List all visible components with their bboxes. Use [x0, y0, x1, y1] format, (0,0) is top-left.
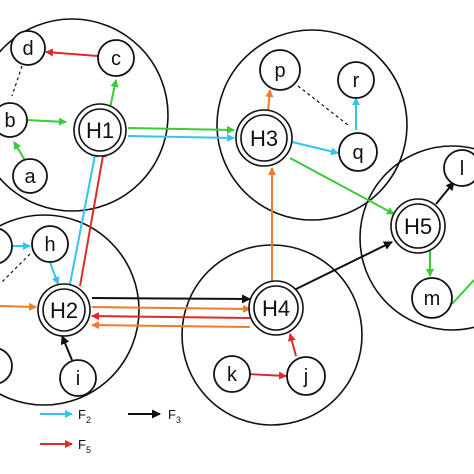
node-d-label: d — [22, 38, 33, 60]
dashed-link-h-cluster — [1, 253, 31, 283]
legend-label-f2: F2 — [78, 407, 91, 425]
legend-label-f5-sub: 5 — [86, 445, 91, 455]
node-partial-left-bottom[interactable] — [0, 348, 13, 384]
edge-left-h2 — [0, 302, 37, 311]
legend-label-f3-base: F — [168, 407, 176, 422]
node-h[interactable]: h — [31, 225, 69, 263]
node-c[interactable]: c — [97, 39, 135, 77]
edge-h-h2 — [49, 261, 60, 285]
legend-label-f3: F3 — [168, 407, 181, 425]
edge-h2-h1-red — [79, 149, 107, 287]
edge-b-h1 — [25, 117, 67, 126]
hub-h2-label: H2 — [50, 298, 78, 323]
node-b[interactable]: b — [0, 102, 28, 138]
legend-item-f2: F2 — [40, 407, 91, 425]
node-h-label: h — [44, 234, 55, 256]
node-j-label: j — [303, 366, 308, 388]
edge-h1-h3-green — [127, 125, 235, 134]
cluster-h1 — [0, 18, 169, 212]
edge-h3-h5 — [289, 157, 395, 215]
legend: F2 F3 F5 — [40, 407, 181, 455]
legend-label-f2-base: F — [78, 407, 86, 422]
node-k-label: k — [227, 364, 238, 386]
legend-label-f3-sub: 3 — [176, 415, 181, 425]
node-j[interactable]: j — [286, 356, 326, 396]
node-q[interactable]: q — [338, 132, 378, 172]
hub-h5-label: H5 — [404, 214, 432, 239]
node-d[interactable]: d — [10, 30, 46, 66]
hub-h3-label: H3 — [250, 126, 278, 151]
node-a-label: a — [24, 166, 36, 188]
edge-h2-h4-orange — [91, 304, 251, 313]
node-i-label: i — [76, 368, 80, 390]
edge-k-j — [247, 371, 287, 380]
dashed-link-p-q — [297, 85, 349, 126]
node-l-label: l — [460, 158, 464, 180]
cluster-h3 — [216, 29, 408, 221]
node-partial-left-top[interactable] — [0, 228, 13, 264]
hub-h4[interactable]: H4 — [248, 280, 304, 336]
legend-label-f5: F5 — [78, 437, 91, 455]
nodes: d c b a H1 h i — [0, 30, 474, 397]
hub-h3[interactable]: H3 — [235, 109, 293, 167]
legend-item-f5: F5 — [40, 437, 91, 455]
node-q-label: q — [352, 142, 363, 164]
node-r-label: r — [353, 70, 360, 92]
edge-a-b — [13, 141, 27, 163]
hub-h1[interactable]: H1 — [73, 103, 127, 157]
edge-h2-h4-black — [91, 294, 251, 304]
legend-label-f2-sub: 2 — [86, 415, 91, 425]
edge-m-out — [451, 279, 474, 305]
node-p-label: p — [274, 60, 285, 82]
cluster-h5 — [359, 145, 474, 331]
edge-h3-p — [265, 89, 274, 113]
node-i[interactable]: i — [59, 359, 97, 397]
edge-i-h2 — [60, 335, 73, 361]
node-m-label: m — [424, 288, 441, 310]
dashed-link-d-b — [11, 65, 23, 97]
node-a[interactable]: a — [12, 158, 48, 194]
edge-h4-h2-orange — [91, 321, 251, 330]
edge-h4-h5 — [289, 241, 393, 293]
legend-label-f5-base: F — [78, 437, 86, 452]
node-k[interactable]: k — [213, 355, 251, 393]
hub-h4-label: H4 — [262, 296, 290, 321]
cluster-h2 — [0, 214, 140, 406]
node-m[interactable]: m — [411, 277, 453, 319]
edge-h5-l — [435, 181, 455, 205]
node-c-label: c — [111, 48, 121, 70]
edge-h1-c — [109, 79, 119, 109]
edge-c-d — [45, 48, 99, 57]
edges — [0, 48, 474, 380]
node-b-label: b — [4, 110, 15, 132]
legend-item-f3: F3 — [128, 407, 181, 425]
edge-j-h4 — [287, 333, 297, 357]
node-l[interactable]: l — [443, 149, 474, 187]
node-p[interactable]: p — [259, 49, 301, 91]
hub-h5[interactable]: H5 — [390, 198, 446, 254]
edge-h3-q — [291, 141, 339, 156]
hub-h2[interactable]: H2 — [37, 283, 91, 337]
edge-h2-h1-cyan — [69, 149, 99, 285]
edge-h1-h3-cyan — [127, 133, 235, 142]
node-r[interactable]: r — [337, 61, 375, 99]
edge-h4-h2-red — [91, 312, 251, 321]
hub-h1-label: H1 — [86, 118, 114, 143]
